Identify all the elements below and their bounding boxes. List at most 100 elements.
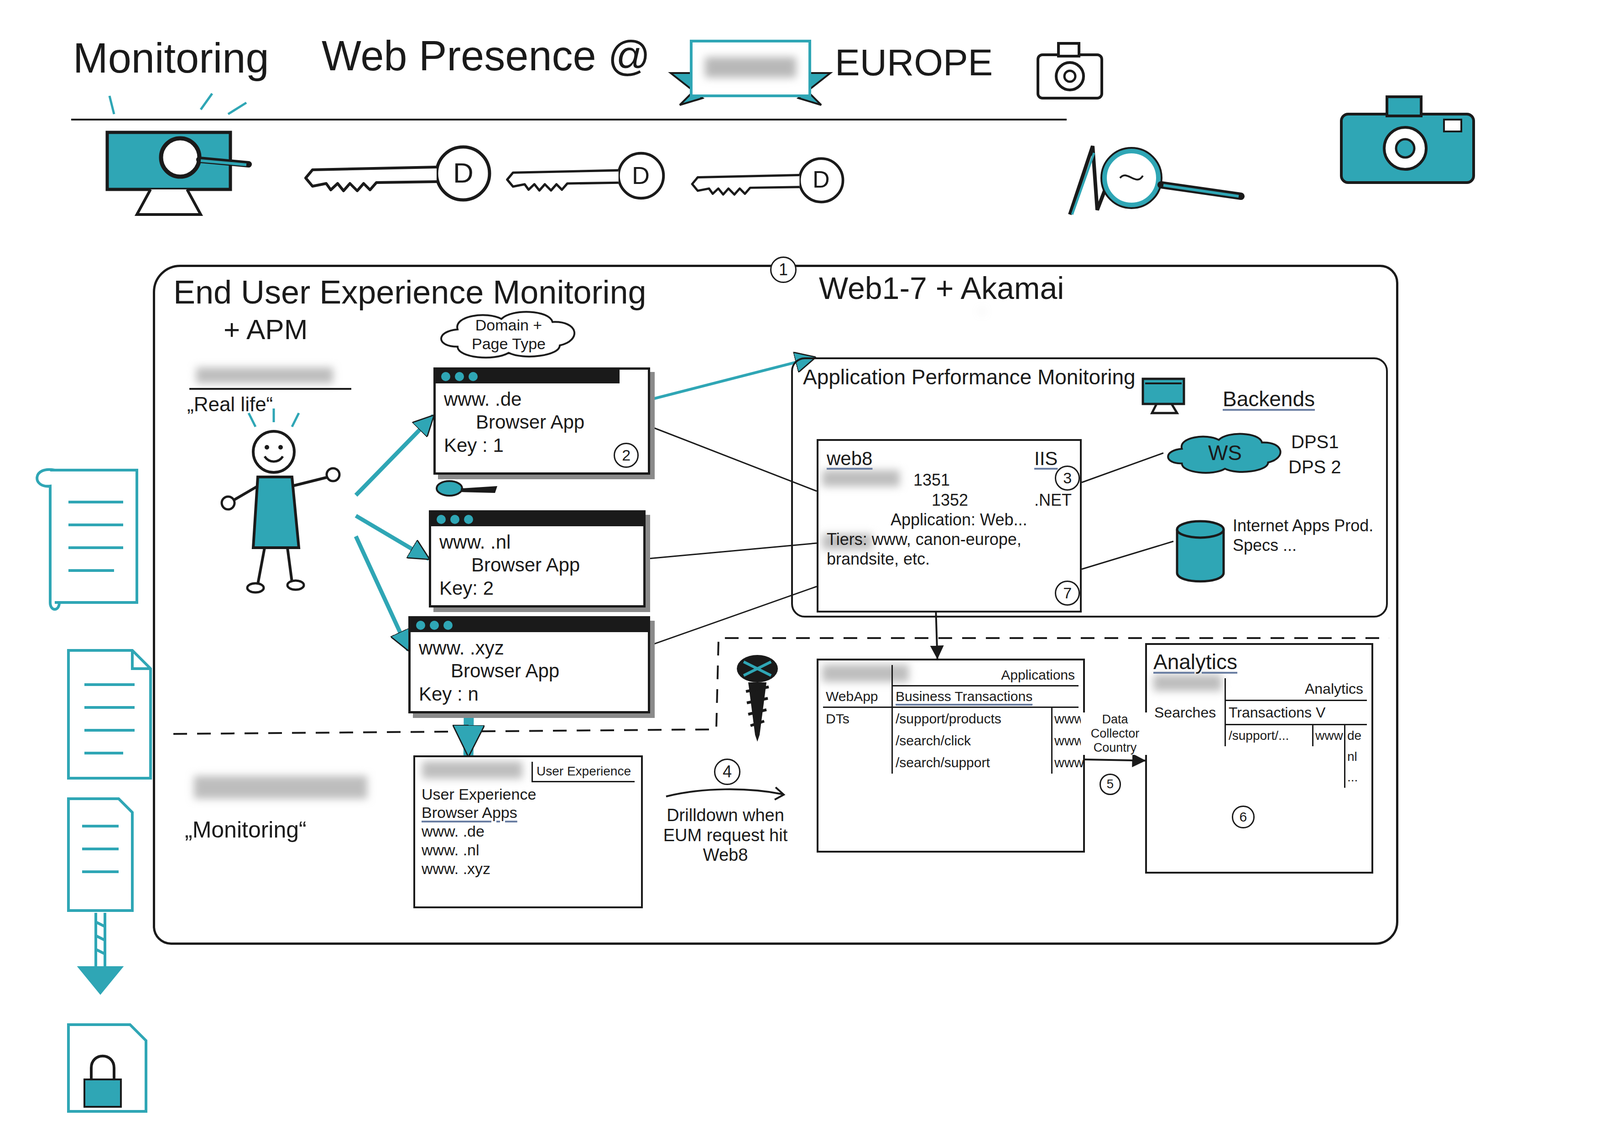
drilldown-arrow	[666, 786, 784, 800]
signal-magnifier-icon	[1120, 175, 1143, 180]
key-icon	[692, 158, 843, 202]
scroll-icon	[36, 469, 137, 610]
person-figure	[287, 580, 304, 590]
node-text: www. .xyz	[418, 636, 640, 660]
note-cloud: Domain + Page Type	[435, 303, 582, 365]
locked-document-icon	[68, 1024, 146, 1111]
person-figure	[221, 408, 340, 593]
window-dot	[436, 514, 446, 524]
monitor-magnifier-icon	[107, 93, 249, 215]
camera-icon	[1443, 119, 1462, 132]
document-icon	[84, 751, 124, 755]
node-text: „Real life“	[187, 392, 356, 417]
database-cylinder	[1177, 521, 1224, 538]
person-figure	[287, 547, 292, 582]
signal-magnifier-icon	[1161, 184, 1241, 197]
window-dot	[450, 514, 460, 524]
node-text: Domain + Page Type	[456, 315, 562, 354]
key-icon-small	[436, 480, 463, 496]
node-text: Application Performance Monitoring	[802, 364, 1376, 390]
person-figure	[264, 444, 270, 450]
node-text: /search/support	[891, 751, 1052, 774]
camera-icon	[1341, 96, 1474, 183]
annotation: D	[631, 161, 650, 190]
person-figure	[253, 476, 299, 548]
window-dot	[463, 514, 474, 524]
dashed-separator	[173, 637, 1390, 734]
node-text: /support/...	[1224, 724, 1313, 746]
person-figure	[221, 496, 235, 510]
person-figure	[264, 456, 283, 462]
signal-magnifier-icon	[1072, 152, 1095, 215]
document-icon	[68, 650, 151, 778]
node-text: 1351	[826, 469, 1035, 490]
screw-icon	[736, 654, 778, 683]
key-icon-small	[436, 480, 498, 496]
node-text: Browser App	[439, 553, 636, 577]
monitor-magnifier-icon	[109, 95, 115, 115]
camera-icon	[1037, 43, 1102, 99]
blurred-name	[422, 760, 523, 779]
applications-table: ApplicationsWebAppBusiness TransactionsD…	[816, 658, 1085, 853]
document-arrow-icon	[68, 798, 133, 911]
node-text: www. .de	[443, 387, 612, 411]
dashed-separator	[173, 637, 1390, 734]
document-icon	[84, 705, 135, 709]
monitor-magnifier-icon	[161, 138, 200, 177]
signal-magnifier-icon	[1101, 147, 1162, 209]
person-figure	[257, 547, 265, 584]
title-rule	[71, 118, 1067, 121]
document-arrow-icon	[68, 798, 133, 993]
connector	[1081, 453, 1164, 483]
person-figure	[253, 431, 295, 473]
database-cylinder	[1177, 521, 1224, 582]
browser-window: www. .xyzBrowser AppKey : n	[408, 615, 651, 714]
node-text: + APM	[223, 312, 308, 347]
signal-magnifier-icon	[1069, 145, 1241, 215]
camera-icon	[1058, 43, 1079, 57]
node-text: Searches	[1151, 700, 1225, 725]
camera-icon	[1384, 127, 1427, 170]
name-underline	[189, 388, 352, 390]
cloud-outline	[435, 303, 582, 365]
annotation: „Monitoring“	[184, 816, 307, 844]
callout-number: 3	[1054, 465, 1080, 491]
node-text: Analytics	[1224, 677, 1367, 701]
node-text: www	[1312, 724, 1345, 746]
callout-number: 1	[770, 256, 797, 283]
locked-document-icon	[91, 1055, 115, 1079]
locked-document-icon	[84, 1078, 121, 1107]
title: Monitoring	[72, 34, 270, 83]
scroll-icon	[68, 500, 124, 504]
window-dot	[468, 371, 478, 381]
node-text: nl	[1344, 745, 1367, 767]
screw-icon	[743, 661, 772, 676]
node-text: Browser Apps	[421, 802, 635, 822]
node-text: Browser App	[418, 659, 640, 683]
drilldown-arrow	[666, 788, 783, 797]
node-text: WebApp	[823, 686, 892, 708]
person-box: „Real life“	[187, 392, 356, 598]
scroll-icon	[68, 546, 124, 549]
key-icon	[507, 153, 664, 199]
database-box: Internet Apps Prod. Specs ...	[1173, 515, 1375, 589]
node-text: 1352	[826, 489, 1035, 510]
banner	[691, 41, 810, 96]
node-text: web8	[826, 447, 1035, 470]
node-text: www. .nl	[421, 840, 635, 860]
node-text: www	[1051, 751, 1079, 774]
cloud-outline	[441, 311, 575, 358]
document-arrow-icon	[82, 847, 119, 850]
node-text: www	[1051, 707, 1079, 730]
document-icon	[68, 650, 151, 778]
node-text: Applications	[891, 664, 1079, 687]
document-arrow-icon	[95, 912, 105, 968]
monitor-magnifier-icon	[200, 160, 247, 165]
person-figure	[278, 444, 283, 450]
camera-icon	[1386, 96, 1422, 116]
annotation: DPS 2	[1288, 456, 1342, 478]
connector	[650, 357, 815, 400]
banner	[670, 41, 831, 105]
node-text: Transactions V	[1224, 700, 1367, 725]
